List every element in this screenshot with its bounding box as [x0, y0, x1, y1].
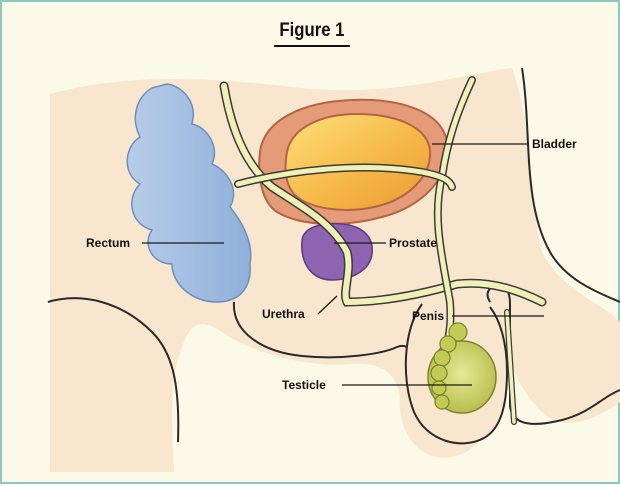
- label-penis: Penis: [412, 309, 444, 323]
- label-testicle: Testicle: [282, 378, 326, 392]
- label-rectum: Rectum: [86, 236, 130, 250]
- label-prostate: Prostate: [389, 236, 437, 250]
- label-urethra: Urethra: [262, 307, 305, 321]
- label-bladder: Bladder: [532, 137, 577, 151]
